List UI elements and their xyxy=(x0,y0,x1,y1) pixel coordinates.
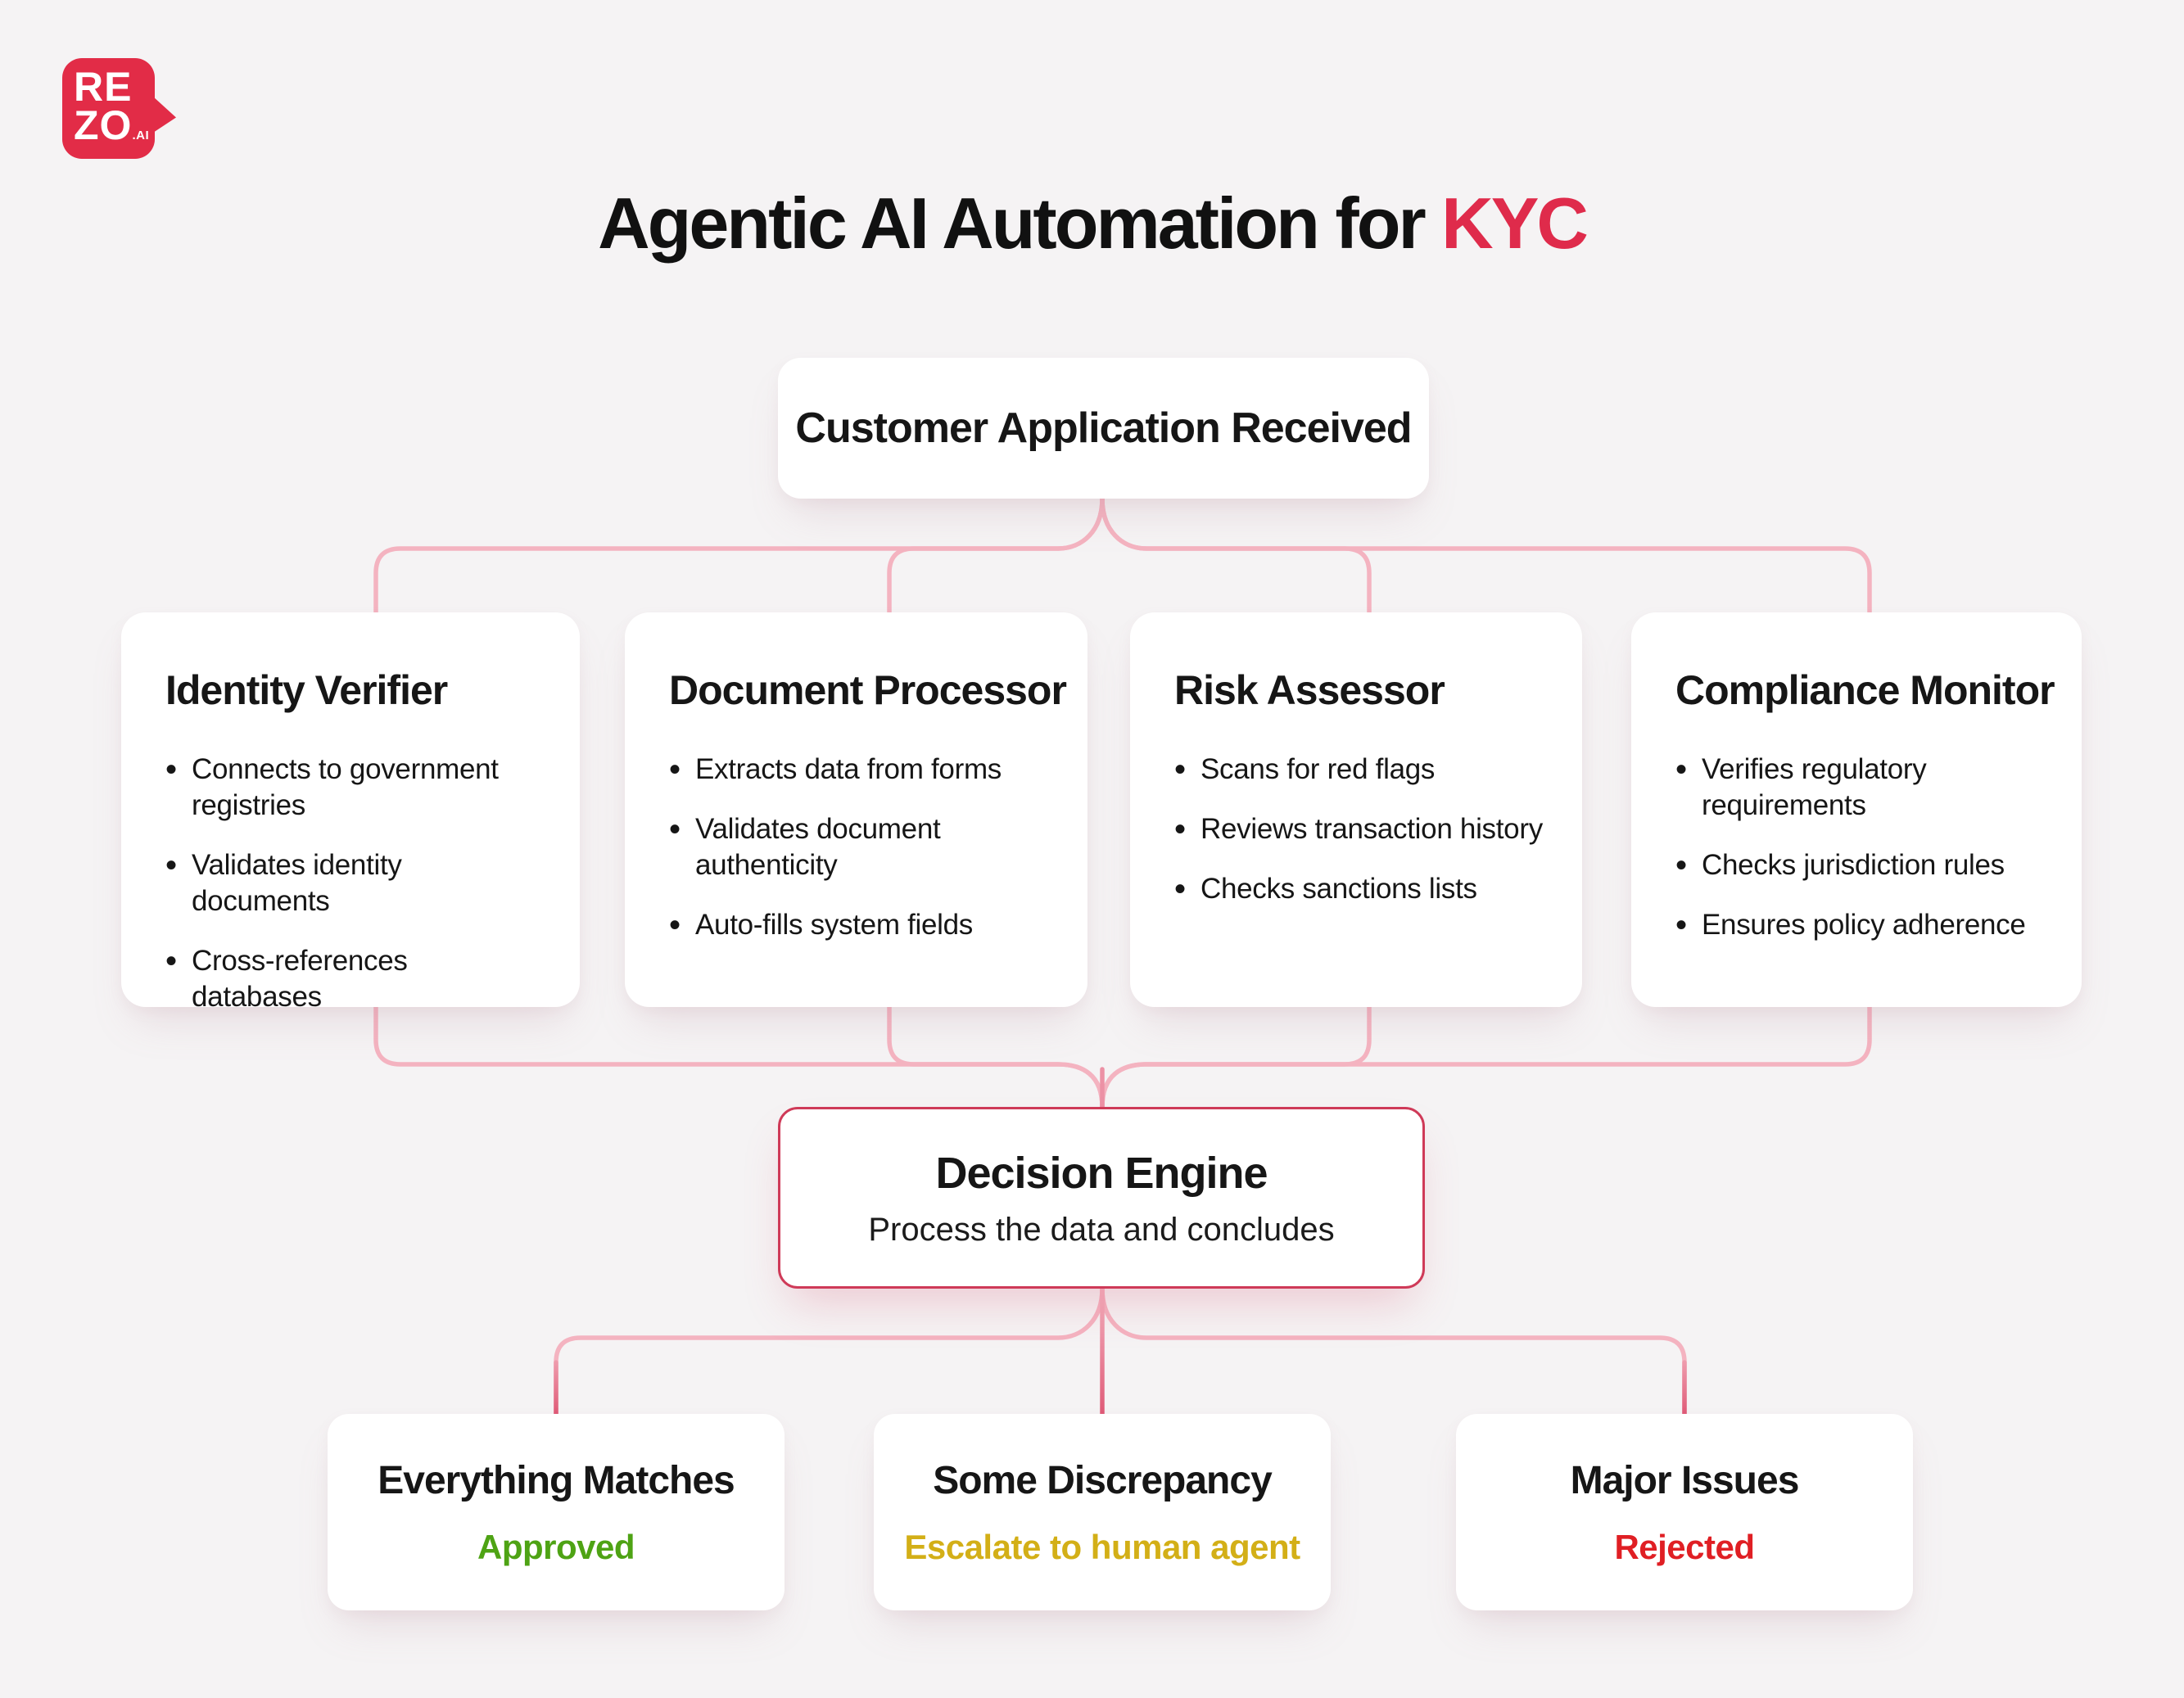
speech-bubble-tail-icon xyxy=(153,97,176,133)
logo-line1: RE xyxy=(74,64,133,110)
outcome-card-rejected: Major Issues Rejected xyxy=(1456,1414,1913,1610)
bullet-item: Cross-references databases xyxy=(165,941,540,1015)
root-node-label: Customer Application Received xyxy=(795,404,1412,452)
outcome-status: Rejected xyxy=(1614,1527,1755,1566)
bullet-item: Reviews transaction history xyxy=(1174,809,1543,851)
outcome-status: Approved xyxy=(477,1527,635,1566)
bullet-list: Connects to government registries Valida… xyxy=(121,749,560,1016)
agent-card-title: Identity Verifier xyxy=(165,667,448,713)
agent-card-title: Compliance Monitor xyxy=(1675,667,2055,713)
connector-agent2-to-decision xyxy=(887,1005,1105,1109)
outcome-card-approved: Everything Matches Approved xyxy=(328,1414,785,1610)
bullet-item: Validates document authenticity xyxy=(669,809,1048,883)
node-customer-application: Customer Application Received xyxy=(778,358,1429,499)
outcome-status: Escalate to human agent xyxy=(904,1527,1300,1566)
bullet-item: Auto-fills system fields xyxy=(669,905,1048,946)
decision-subtitle: Process the data and concludes xyxy=(868,1211,1335,1248)
rezo-logo: RE ZO.AI xyxy=(62,58,176,159)
bullet-list: Verifies regulatory requirements Checks … xyxy=(1631,749,2062,946)
outcome-title: Major Issues xyxy=(1570,1458,1800,1502)
agent-card-title: Risk Assessor xyxy=(1174,667,1445,713)
connector-root-to-agent3 xyxy=(1100,496,1372,615)
connector-agent3-to-decision xyxy=(1100,1005,1372,1109)
agent-card-title: Document Processor xyxy=(669,667,1067,713)
bullet-list: Extracts data from forms Validates docum… xyxy=(625,749,1068,946)
connector-agent1-to-decision xyxy=(373,1005,1105,1109)
agent-card-compliance-monitor: Compliance Monitor Verifies regulatory r… xyxy=(1631,612,2082,1007)
bullet-item: Checks sanctions lists xyxy=(1174,869,1543,910)
agent-card-document-processor: Document Processor Extracts data from fo… xyxy=(625,612,1087,1007)
logo-ai-suffix: .AI xyxy=(132,129,150,142)
connector-root-to-agent1 xyxy=(373,496,1105,615)
connector-root-to-agent4 xyxy=(1100,496,1872,615)
outcome-title: Some Discrepancy xyxy=(933,1458,1273,1502)
title-highlight: KYC xyxy=(1441,183,1589,264)
bullet-item: Ensures policy adherence xyxy=(1675,905,2042,946)
connector-agent4-to-decision xyxy=(1100,1005,1872,1109)
outcome-card-escalate: Some Discrepancy Escalate to human agent xyxy=(874,1414,1331,1610)
bullet-item: Validates identity documents xyxy=(165,845,540,919)
title-prefix: Agentic AI Automation for xyxy=(598,183,1442,264)
outcome-title: Everything Matches xyxy=(378,1458,735,1502)
bullet-item: Scans for red flags xyxy=(1174,749,1543,791)
connector-decision-to-outcome1 xyxy=(554,1286,1105,1416)
logo-text: RE ZO.AI xyxy=(74,64,150,148)
agent-card-risk-assessor: Risk Assessor Scans for red flags Review… xyxy=(1130,612,1582,1007)
node-decision-engine: Decision Engine Process the data and con… xyxy=(778,1107,1425,1289)
logo-line2: ZO.AI xyxy=(74,102,150,148)
decision-title: Decision Engine xyxy=(935,1148,1268,1198)
bullet-item: Checks jurisdiction rules xyxy=(1675,845,2042,887)
agent-card-identity-verifier: Identity Verifier Connects to government… xyxy=(121,612,580,1013)
bullet-item: Extracts data from forms xyxy=(669,749,1048,791)
bullet-list: Scans for red flags Reviews transaction … xyxy=(1130,749,1562,910)
connector-decision-to-outcome3 xyxy=(1100,1286,1687,1416)
page-title: Agentic AI Automation for KYC xyxy=(0,182,2184,265)
connector-root-to-agent2 xyxy=(887,496,1105,615)
bullet-item: Connects to government registries xyxy=(165,749,540,824)
bullet-item: Verifies regulatory requirements xyxy=(1675,749,2042,824)
